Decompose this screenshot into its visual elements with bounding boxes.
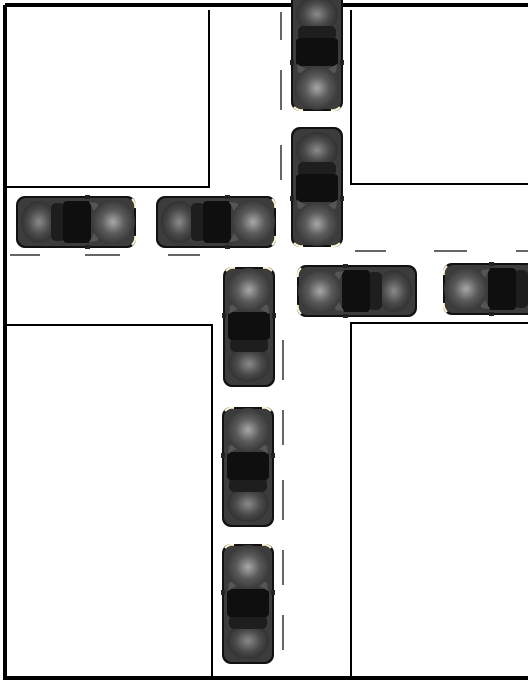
car-6[interactable] <box>443 262 528 316</box>
car-5[interactable] <box>297 264 417 318</box>
car-2[interactable] <box>290 127 344 247</box>
car-4[interactable] <box>156 195 276 249</box>
car-7[interactable] <box>222 267 276 387</box>
car-1[interactable] <box>290 0 344 111</box>
car-3[interactable] <box>16 195 136 249</box>
car-8[interactable] <box>221 407 275 527</box>
car-9[interactable] <box>221 544 275 664</box>
